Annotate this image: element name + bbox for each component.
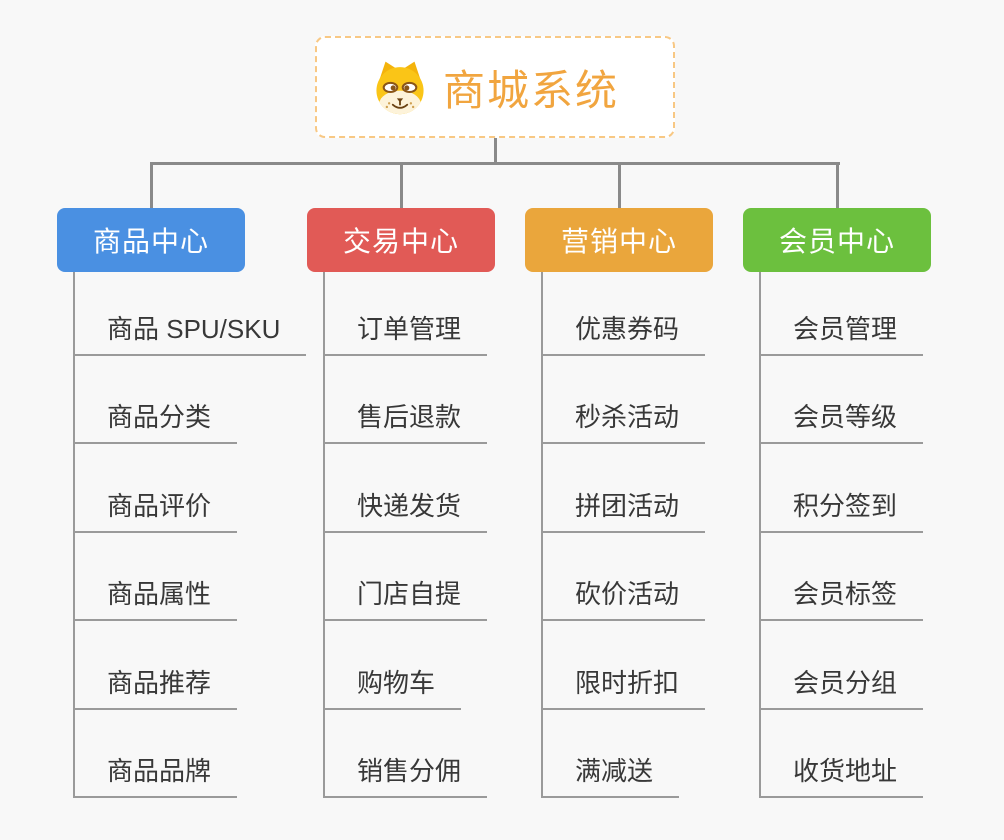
- connector-branch-trunk: [73, 272, 75, 798]
- branch-child-node[interactable]: 限时折扣: [541, 668, 706, 710]
- branch-child-node[interactable]: 商品 SPU/SKU: [73, 314, 307, 356]
- branch-node[interactable]: 商品中心: [57, 208, 245, 272]
- branch-child-node[interactable]: 会员分组: [759, 668, 924, 710]
- connector-branch-trunk: [759, 272, 761, 798]
- branch-child-node[interactable]: 快递发货: [323, 491, 488, 533]
- branch-child-node[interactable]: 订单管理: [323, 314, 488, 356]
- branch-node[interactable]: 会员中心: [743, 208, 931, 272]
- dog-face-icon: [376, 61, 424, 115]
- branch-child-node[interactable]: 购物车: [323, 668, 462, 710]
- branch-child-node[interactable]: 会员管理: [759, 314, 924, 356]
- connector-branch-drop: [617, 163, 621, 208]
- connector-branch-drop: [149, 163, 153, 208]
- connector-horizontal: [150, 162, 840, 165]
- branch-child-node[interactable]: 拼团活动: [541, 491, 706, 533]
- branch-node[interactable]: 交易中心: [307, 208, 495, 272]
- branch-child-node[interactable]: 砍价活动: [541, 579, 706, 621]
- branch-child-node[interactable]: 优惠券码: [541, 314, 706, 356]
- branch-child-node[interactable]: 商品品牌: [73, 756, 238, 798]
- branch-node[interactable]: 营销中心: [525, 208, 713, 272]
- branch-child-node[interactable]: 商品评价: [73, 491, 238, 533]
- branch-node-label: 商品中心: [92, 226, 209, 257]
- branch-node-label: 会员中心: [778, 226, 895, 257]
- branch-child-node[interactable]: 销售分佣: [323, 756, 488, 798]
- branch-child-node[interactable]: 商品属性: [73, 579, 238, 621]
- branch-child-node[interactable]: 收货地址: [759, 756, 924, 798]
- branch-child-node[interactable]: 商品分类: [73, 402, 238, 444]
- connector-branch-trunk: [541, 272, 543, 798]
- root-node-title: 商城系统: [442, 66, 619, 114]
- branch-child-node[interactable]: 售后退款: [323, 402, 488, 444]
- branch-child-node[interactable]: 秒杀活动: [541, 402, 706, 444]
- branch-child-node[interactable]: 会员标签: [759, 579, 924, 621]
- connector-branch-drop: [399, 163, 403, 208]
- branch-child-node[interactable]: 商品推荐: [73, 668, 238, 710]
- branch-node-label: 交易中心: [342, 226, 459, 257]
- branch-child-node[interactable]: 会员等级: [759, 402, 924, 444]
- branch-node-label: 营销中心: [560, 226, 677, 257]
- branch-child-node[interactable]: 门店自提: [323, 579, 488, 621]
- connector-branch-drop: [835, 163, 839, 208]
- connector-root-stub: [494, 138, 497, 164]
- branch-child-node[interactable]: 满减送: [541, 756, 680, 798]
- root-node[interactable]: 商城系统: [315, 36, 675, 138]
- branch-child-node[interactable]: 积分签到: [759, 491, 924, 533]
- connector-branch-trunk: [323, 272, 325, 798]
